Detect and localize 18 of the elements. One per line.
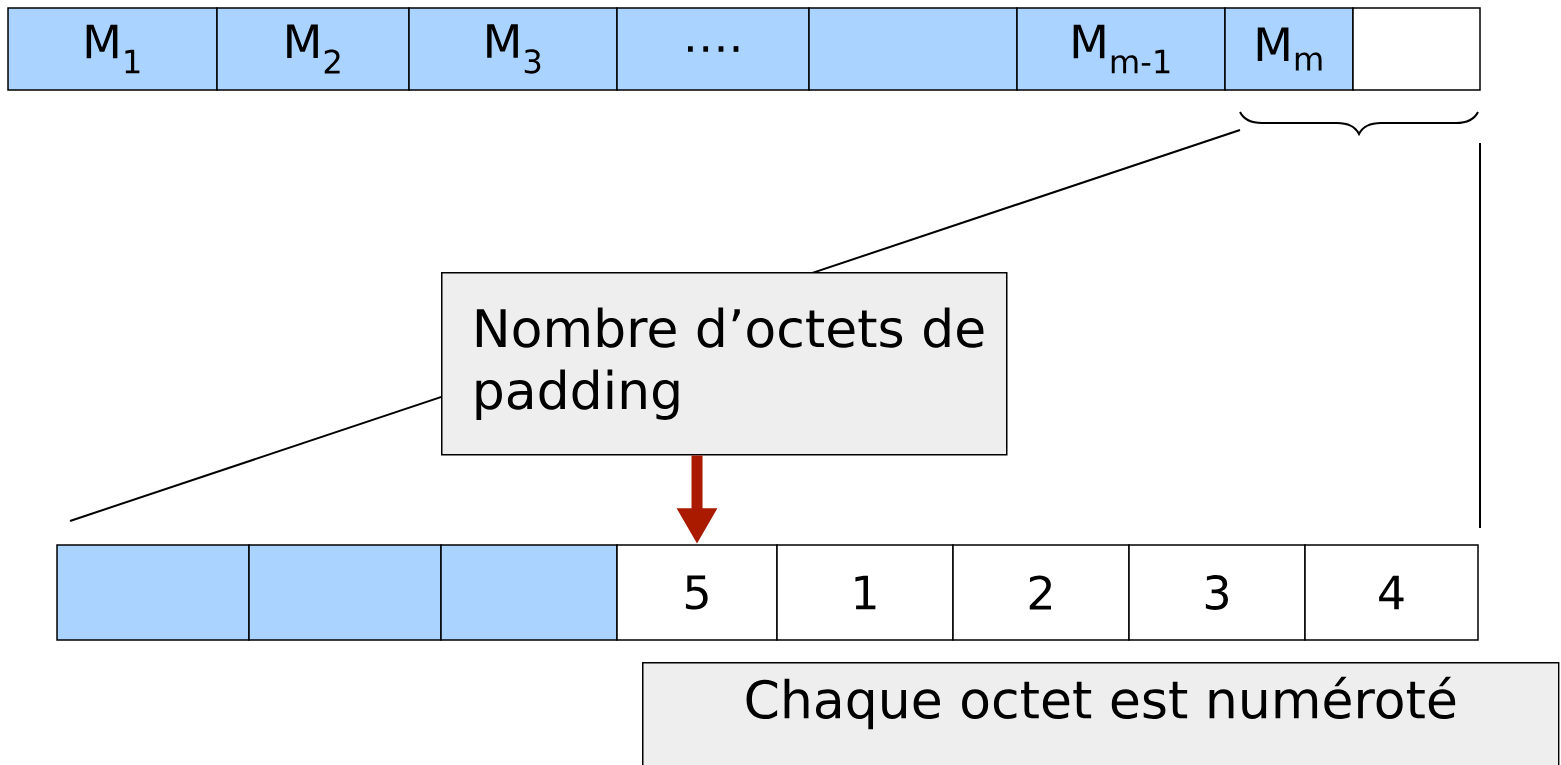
- cell: M$_{2}$: [216, 7, 410, 91]
- cell: M$_{m}$: [1224, 7, 1354, 91]
- cell: [248, 544, 442, 641]
- cell: 2: [952, 544, 1130, 641]
- cell: [440, 544, 618, 641]
- cell: 4: [1304, 544, 1479, 641]
- cell: [808, 7, 1018, 91]
- cell: 1: [776, 544, 954, 641]
- cell: 3: [1128, 544, 1306, 641]
- cell: M$_{3}$: [408, 7, 618, 91]
- text-box: Nombre d’octets de padding: [441, 272, 1008, 456]
- text-box: Chaque octet est numéroté: [642, 662, 1560, 765]
- cell: [1352, 7, 1481, 91]
- cell: [56, 544, 250, 641]
- cell: M$_{m-1}$: [1016, 7, 1226, 91]
- cell: M$_{1}$: [7, 7, 218, 91]
- cell: 5: [616, 544, 778, 641]
- cell: ….: [616, 7, 810, 91]
